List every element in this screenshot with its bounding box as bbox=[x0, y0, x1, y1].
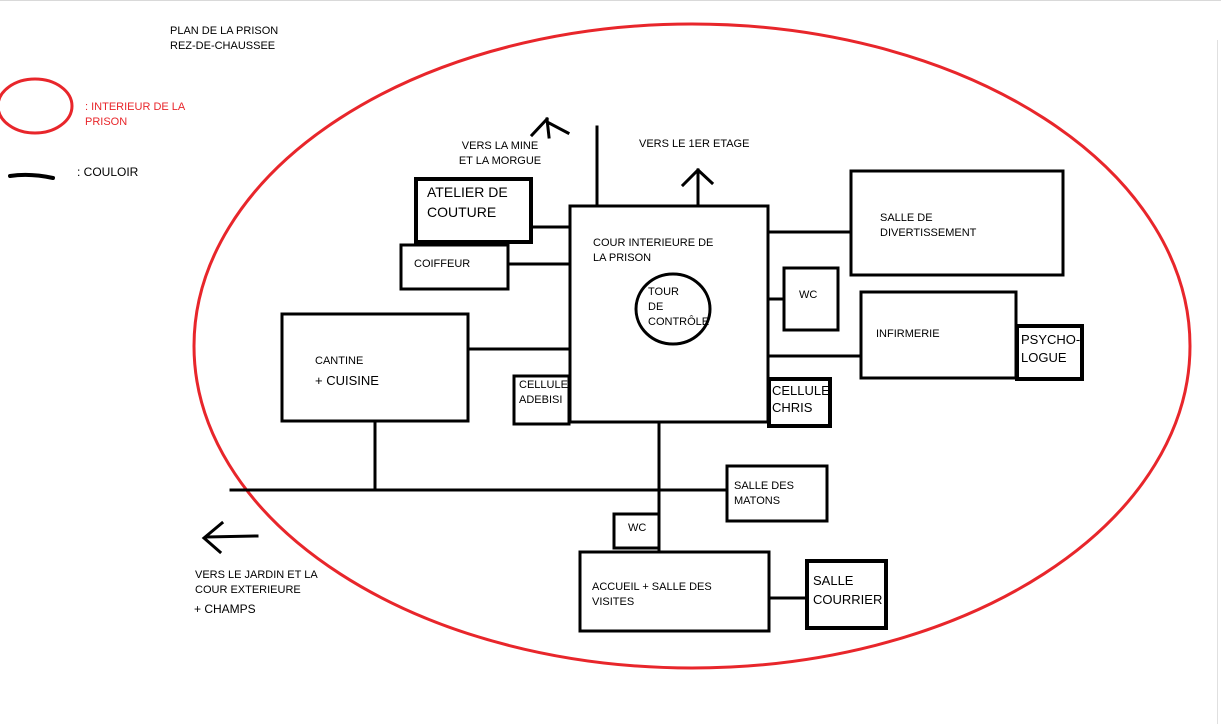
room-cour bbox=[568, 204, 770, 424]
prison-interior-outline bbox=[192, 22, 1192, 670]
room-cantine bbox=[280, 312, 470, 423]
label-courrier: SALLE COURRIER bbox=[813, 573, 883, 607]
top-border bbox=[0, 0, 1221, 1]
label-cuisine: + CUISINE bbox=[315, 373, 379, 388]
label-matons: SALLE DES MATONS bbox=[734, 480, 794, 507]
room-psychologue bbox=[1015, 324, 1084, 381]
room-atelier bbox=[414, 177, 533, 244]
label-wc-right: WC bbox=[799, 289, 818, 301]
label-wc-bottom: WC bbox=[628, 522, 647, 534]
direction-fields: + CHAMPS bbox=[194, 602, 256, 616]
legend-corridor-label: : COULOIR bbox=[77, 165, 139, 179]
room-accueil bbox=[578, 550, 771, 633]
label-cantine: CANTINE bbox=[315, 355, 364, 367]
room-wc-right bbox=[782, 266, 840, 332]
direction-garden: VERS LE JARDIN ET LA COUR EXTERIEURE bbox=[195, 569, 318, 596]
direction-first-floor: VERS LE 1ER ETAGE bbox=[639, 138, 750, 150]
arrow-up-etage-icon bbox=[680, 167, 715, 207]
tour-de-controle bbox=[634, 272, 712, 346]
direction-mine: VERS LA MINE ET LA MORGUE bbox=[458, 140, 542, 167]
room-courrier bbox=[805, 559, 888, 630]
label-cour: COUR INTERIEURE DE LA PRISON bbox=[593, 237, 714, 264]
right-border bbox=[1217, 40, 1218, 724]
room-coiffeur bbox=[399, 243, 510, 291]
room-matons bbox=[725, 464, 829, 523]
label-accueil: ACCUEIL + SALLE DES VISITES bbox=[592, 581, 712, 608]
label-infirmerie: INFIRMERIE bbox=[876, 328, 940, 340]
label-atelier: ATELIER DE COUTURE bbox=[427, 184, 508, 220]
arrow-left-garden-icon bbox=[201, 520, 259, 555]
plan-subtitle: REZ-DE-CHAUSSEE bbox=[170, 40, 276, 52]
room-wc-bottom bbox=[612, 512, 661, 550]
room-cellule-adebisi bbox=[512, 374, 571, 426]
label-coiffeur: COIFFEUR bbox=[414, 258, 471, 270]
label-tour: TOUR DE CONTRÔLE bbox=[648, 286, 710, 328]
label-psychologue: PSYCHO- LOGUE bbox=[1021, 332, 1081, 365]
label-cellule-adebisi: CELLULE ADEBISI bbox=[519, 379, 568, 406]
legend-interior-symbol bbox=[0, 77, 74, 135]
plan-title: PLAN DE LA PRISON bbox=[170, 25, 279, 37]
legend-interior-label: : INTERIEUR DE LA PRISON bbox=[85, 101, 186, 128]
legend-corridor-symbol bbox=[8, 172, 55, 180]
room-divertissement bbox=[849, 169, 1065, 277]
label-cellule-chris: CELLULE CHRIS bbox=[772, 383, 830, 415]
room-cellule-chris bbox=[767, 377, 832, 428]
arrow-up-mine-icon bbox=[529, 116, 571, 139]
label-divertissement: SALLE DE DIVERTISSEMENT bbox=[880, 212, 977, 239]
